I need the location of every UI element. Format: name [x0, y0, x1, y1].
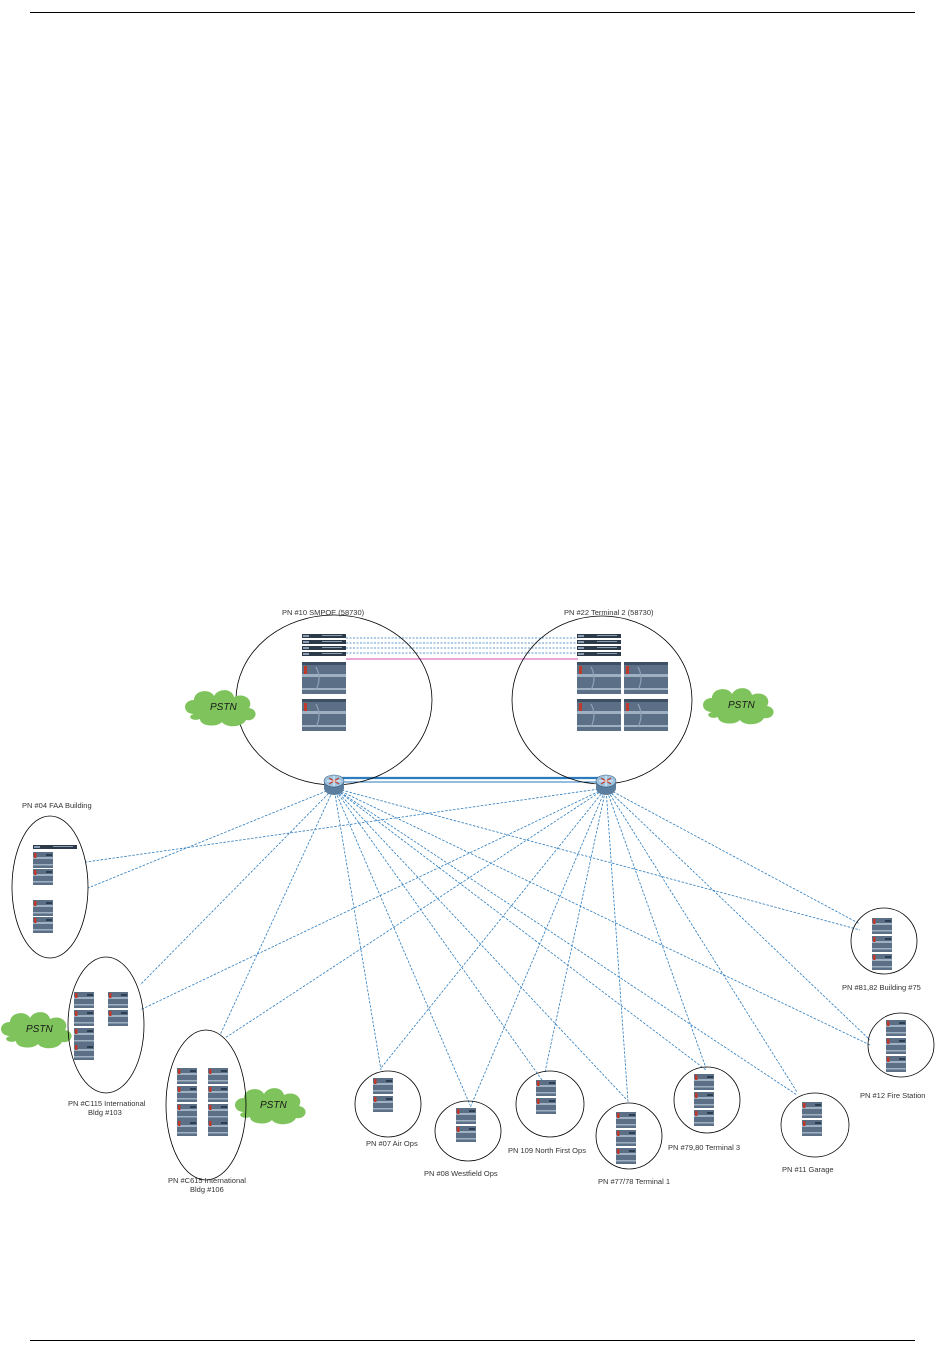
core-trunk-links [342, 776, 604, 783]
pstn-label: PSTN [728, 700, 755, 711]
site-airops-label: PN #07 Air Ops [366, 1139, 418, 1148]
pstn-label: PSTN [210, 702, 237, 713]
site-terminal-3: PN #79,80 Terminal 3 [668, 1066, 741, 1152]
pstn-cloud-right-core: PSTN [703, 688, 774, 725]
router-icon-right [595, 774, 617, 796]
site-intl106-label-2: Bldg #106 [190, 1185, 224, 1194]
site-intl106-label-1: PN #C615 International [168, 1176, 246, 1185]
site-bldg75-label: PN #81,82 Building #75 [842, 983, 921, 992]
site-intl-106: PN #C615 International Bldg #106 [165, 1029, 247, 1194]
site-core-left: PN #10 SMPOE (58730) [235, 608, 433, 786]
rack-core-left [301, 634, 347, 732]
site-firestation-label: PN #12 Fire Station [860, 1091, 925, 1100]
site-terminal1-label: PN #77/78 Terminal 1 [598, 1177, 670, 1186]
pstn-label: PSTN [26, 1024, 53, 1035]
distribution-links [85, 787, 871, 1109]
site-terminal3-label: PN #79,80 Terminal 3 [668, 1143, 740, 1152]
site-garage-label: PN #11 Garage [782, 1165, 834, 1174]
router-icon-left [323, 774, 345, 796]
site-intl103-label-1: PN #C115 International [68, 1099, 146, 1108]
site-air-ops: PN #07 Air Ops [354, 1070, 422, 1148]
rack-core-right [576, 634, 669, 732]
site-terminal-1: PN #77/78 Terminal 1 [595, 1102, 670, 1186]
site-westfield-ops: PN #08 Westfield Ops [424, 1100, 502, 1178]
site-intl103-label-2: Bldg #103 [88, 1108, 122, 1117]
site-core-right: PN #22 Terminal 2 (58730) [511, 608, 693, 785]
site-fire-station: PN #12 Fire Station [860, 1012, 935, 1100]
pstn-label: PSTN [260, 1100, 287, 1111]
pstn-cloud-intl106: PSTN [235, 1088, 306, 1125]
site-northfirst-label: PN 109 North First Ops [508, 1146, 586, 1155]
core-fiber-links [346, 637, 578, 660]
site-intl-103: PN #C115 International Bldg #103 [67, 956, 146, 1117]
site-westfield-label: PN #08 Westfield Ops [424, 1169, 498, 1178]
site-north-first-ops: PN 109 North First Ops [508, 1070, 586, 1155]
site-core-left-label: PN #10 SMPOE (58730) [282, 608, 365, 617]
pstn-cloud-left-core: PSTN [185, 690, 256, 727]
site-faa-building: PN #04 FAA Building [11, 801, 92, 959]
site-garage: PN #11 Garage [780, 1092, 850, 1174]
site-building-75: PN #81,82 Building #75 [842, 907, 921, 992]
site-core-right-label: PN #22 Terminal 2 (58730) [564, 608, 654, 617]
site-faa-label: PN #04 FAA Building [22, 801, 92, 810]
pstn-cloud-intl103: PSTN [1, 1012, 72, 1049]
